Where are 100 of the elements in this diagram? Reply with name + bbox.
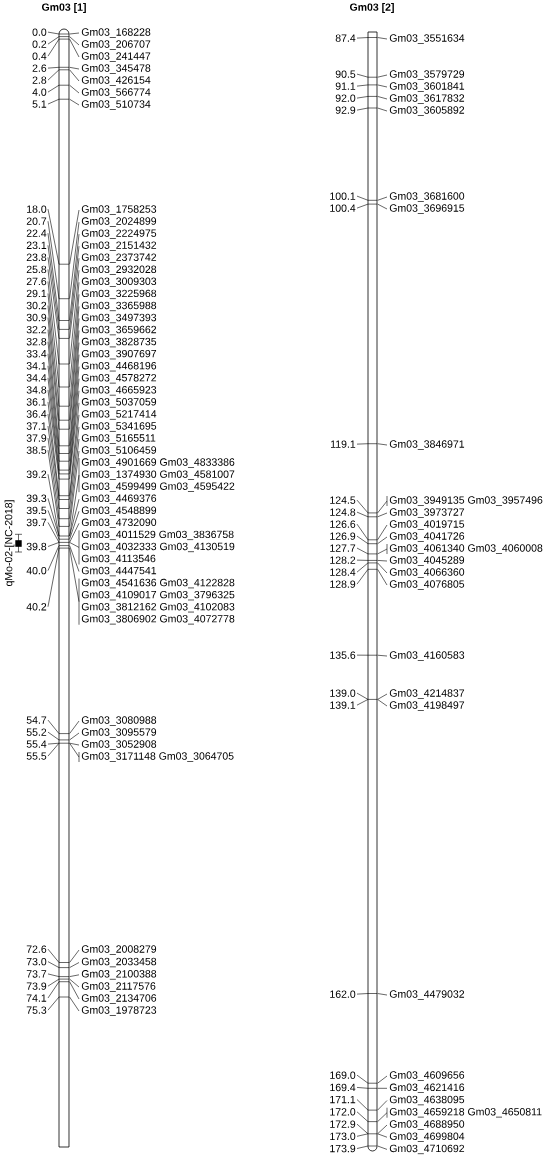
marker-label: Gm03_5217414 — [81, 410, 157, 420]
position-label: 33.4 — [26, 350, 47, 358]
leader-line — [377, 699, 388, 707]
leader-line — [69, 974, 80, 977]
position-label: 162.0 — [330, 990, 356, 998]
marker-label: Gm03_566774 — [81, 88, 151, 98]
marker-label: Gm03_3080988 — [81, 716, 157, 726]
marker-label: Gm03_1978723 — [81, 1006, 157, 1016]
position-label: 128.4 — [330, 568, 356, 576]
leader-line — [356, 523, 369, 541]
marker-label: Gm03_2100388 — [81, 970, 157, 980]
position-label: 73.7 — [26, 970, 47, 978]
marker-label: Gm03_3497393 — [81, 313, 157, 324]
marker-label: Gm03_3365988 — [81, 301, 157, 312]
leader-line — [47, 232, 60, 321]
leader-line — [47, 961, 60, 968]
marker-label: Gm03_4019715 — [389, 520, 465, 530]
marker-label: Gm03_4699804 — [389, 1132, 465, 1142]
leader-line — [69, 498, 80, 537]
leader-line — [69, 38, 80, 58]
leader-line — [356, 203, 369, 209]
marker-group-label: Gm03_4659218 Gm03_4650811 — [386, 1107, 542, 1119]
leader-line — [47, 257, 60, 339]
marker-label: Gm03_3225968 — [81, 289, 157, 300]
leader-line — [356, 692, 369, 700]
marker-label: Gm03_4214837 — [389, 689, 465, 699]
marker-label: Gm03_4609656 — [389, 1071, 465, 1081]
position-label: 38.5 — [26, 446, 47, 454]
position-label: 169.4 — [330, 1083, 356, 1092]
leader-line — [47, 498, 60, 537]
position-label: 126.6 — [330, 520, 356, 528]
leader-line — [47, 510, 60, 540]
position-label: 0.4 — [32, 52, 47, 60]
leader-line — [69, 269, 80, 365]
marker-label: Gm03_2373742 — [81, 253, 157, 263]
marker-label: Gm03_2151432 — [81, 241, 157, 251]
position-label: 135.6 — [330, 651, 356, 659]
position-label: 36.4 — [26, 410, 47, 418]
position-label: 119.1 — [331, 440, 356, 448]
leader-line — [69, 233, 80, 321]
leader-line — [377, 1088, 388, 1089]
leader-line — [47, 425, 60, 509]
position-label: 74.1 — [26, 994, 47, 1002]
leader-line — [47, 978, 60, 987]
leader-line — [47, 305, 60, 421]
position-label: 124.8 — [330, 508, 356, 516]
leader-line — [47, 208, 60, 265]
position-label: 34.8 — [26, 386, 47, 394]
leader-line — [47, 948, 60, 963]
marker-label: Gm03_3681600 — [389, 192, 465, 202]
position-label: 100.1 — [330, 192, 356, 200]
position-label: 2.6 — [32, 64, 47, 72]
leader-line — [356, 699, 369, 706]
leader-line — [377, 693, 388, 700]
leader-line — [47, 437, 60, 519]
position-label: 39.8 — [26, 542, 47, 551]
leader-line — [47, 341, 60, 454]
position-label: 124.5 — [330, 496, 356, 504]
leader-line — [69, 36, 80, 46]
marker-label: Gm03_3551634 — [389, 34, 465, 44]
position-label: 5.1 — [32, 100, 47, 108]
leader-line — [356, 1133, 369, 1137]
marker-label: Gm03_3605892 — [389, 106, 465, 116]
marker-label: Gm03_3846971 — [389, 440, 465, 450]
position-label: 27.6 — [26, 277, 47, 286]
position-label: 29.1 — [26, 289, 47, 298]
marker-label: Gm03_2008279 — [81, 945, 157, 955]
position-label: 72.6 — [26, 945, 47, 953]
position-label: 32.8 — [26, 337, 47, 346]
marker-group-label: Gm03_4541636 Gm03_4122828 Gm03_4109017 Gm03_3796325 Gm03_3812162 Gm03_4102083 Gm03_3806902 Gm03_4072778 — [78, 578, 235, 625]
position-label: 55.5 — [26, 752, 47, 760]
position-label: 73.0 — [26, 957, 47, 966]
leader-line — [377, 74, 388, 78]
marker-label: Gm03_4732090 — [81, 518, 157, 528]
leader-line — [356, 1145, 369, 1149]
marker-label: Gm03_4621416 — [389, 1083, 465, 1094]
position-label: 169.0 — [330, 1071, 356, 1079]
position-label: 91.1 — [335, 82, 356, 90]
leader-line — [69, 742, 80, 758]
leader-line — [356, 443, 369, 445]
marker-label: Gm03_426154 — [81, 76, 151, 86]
leader-line — [47, 996, 60, 1011]
position-label: 22.4 — [26, 229, 47, 237]
leader-line — [47, 731, 60, 741]
leader-line — [377, 1133, 388, 1138]
leader-line — [356, 1087, 369, 1089]
leader-line — [47, 244, 60, 330]
position-label: 40.0 — [26, 566, 47, 575]
marker-label: Gm03_2134706 — [81, 994, 157, 1004]
leader-line — [356, 96, 369, 99]
marker-label: Gm03_206707 — [81, 40, 151, 50]
leader-line — [69, 342, 80, 454]
leader-line — [377, 96, 388, 100]
leader-line — [47, 389, 60, 480]
leader-line — [47, 281, 60, 388]
leader-line — [47, 84, 60, 93]
marker-label: Gm03_1758253 — [81, 205, 157, 215]
leader-line — [47, 449, 60, 527]
leader-line — [377, 1124, 388, 1135]
marker-label: Gm03_4041726 — [389, 532, 465, 542]
